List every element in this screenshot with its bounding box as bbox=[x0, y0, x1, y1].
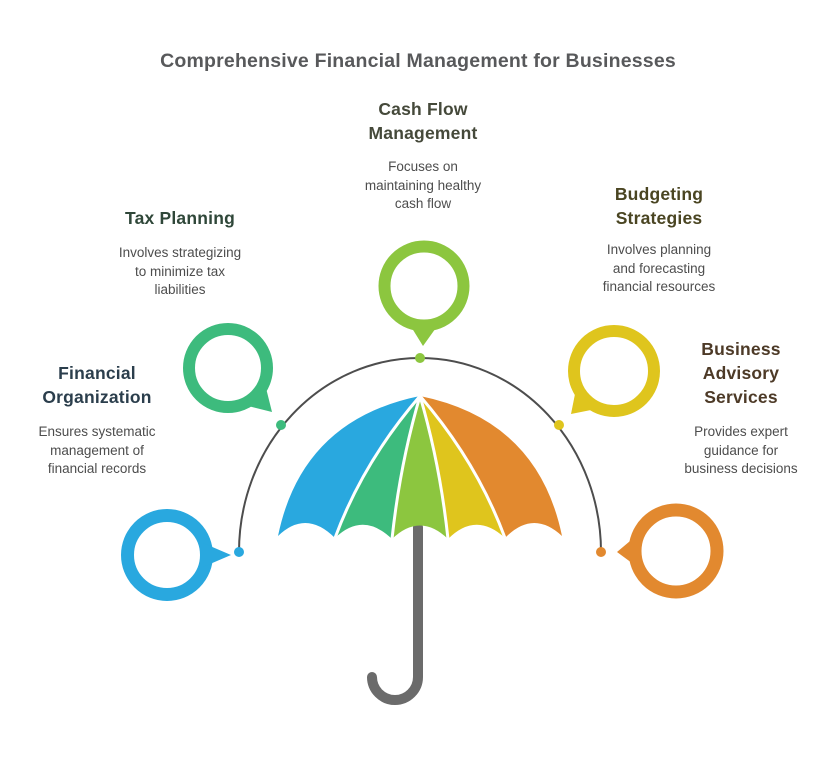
section-description-budgeting-strategies: Involves planning and forecasting financ… bbox=[602, 242, 716, 294]
umbrella-panel-green bbox=[335, 396, 420, 539]
bubble-ring-financial-organization bbox=[121, 509, 213, 601]
page-title: Comprehensive Financial Management for B… bbox=[160, 50, 676, 72]
bubble-business-advisory-services bbox=[617, 503, 724, 599]
section-description-cash-flow-management: Focuses on maintaining healthy cash flow bbox=[364, 159, 482, 211]
dot-financial-organization bbox=[234, 547, 244, 557]
dot-business-advisory-services bbox=[596, 547, 606, 557]
bubble-cash-flow-management bbox=[378, 240, 470, 346]
bubble-financial-organization bbox=[121, 509, 231, 601]
section-budgeting-strategies: Budgeting Strategies Involves planning a… bbox=[539, 182, 779, 297]
bubble-budgeting-strategies bbox=[568, 325, 660, 417]
umbrella-panel-yellow bbox=[420, 396, 505, 539]
section-business-advisory-services: Business Advisory Services Provides expe… bbox=[651, 337, 831, 479]
umbrella-panel-lime bbox=[392, 396, 448, 539]
umbrella-handle bbox=[367, 522, 423, 705]
umbrella-rib-2 bbox=[390, 395, 422, 540]
bubble-ring-budgeting-strategies bbox=[568, 325, 660, 417]
bubble-tax-planning bbox=[183, 323, 273, 413]
section-description-business-advisory-services: Provides expert guidance for business de… bbox=[684, 424, 798, 476]
section-tax-planning: Tax Planning Involves strategizing to mi… bbox=[60, 206, 300, 300]
bubble-ring-business-advisory-services bbox=[628, 503, 724, 599]
section-description-tax-planning: Involves strategizing to minimize tax li… bbox=[118, 245, 242, 297]
bubble-tail-tax-planning bbox=[248, 388, 272, 412]
umbrella-rib-1 bbox=[333, 395, 422, 539]
bubble-tail-cash-flow-management bbox=[410, 325, 438, 346]
section-heading-financial-organization: Financial Organization bbox=[42, 363, 152, 407]
section-financial-organization: Financial Organization Ensures systemati… bbox=[7, 361, 187, 479]
bubble-tail-budgeting-strategies bbox=[571, 389, 596, 414]
section-heading-business-advisory-services: Business Advisory Services bbox=[701, 339, 781, 407]
section-description-financial-organization: Ensures systematic management of financi… bbox=[38, 424, 156, 476]
umbrella-panel-blue bbox=[278, 396, 420, 538]
bubble-ring-tax-planning bbox=[183, 323, 273, 413]
umbrella-panel-orange bbox=[420, 396, 562, 538]
umbrella-ribs bbox=[333, 395, 507, 540]
umbrella-canopy bbox=[278, 395, 562, 540]
bubble-tail-financial-organization bbox=[203, 543, 231, 567]
section-cash-flow-management: Cash Flow Management Focuses on maintain… bbox=[293, 97, 553, 214]
dot-budgeting-strategies bbox=[554, 420, 564, 430]
dot-cash-flow-management bbox=[415, 353, 425, 363]
section-heading-budgeting-strategies: Budgeting Strategies bbox=[614, 184, 704, 228]
section-heading-tax-planning: Tax Planning bbox=[124, 208, 235, 228]
bubble-ring-cash-flow-management bbox=[378, 240, 470, 332]
bubble-tail-business-advisory-services bbox=[617, 536, 636, 566]
umbrella-rib-3 bbox=[418, 395, 450, 540]
section-heading-cash-flow-management: Cash Flow Management bbox=[368, 99, 478, 143]
umbrella-rib-4 bbox=[418, 395, 507, 539]
dot-tax-planning bbox=[276, 420, 286, 430]
